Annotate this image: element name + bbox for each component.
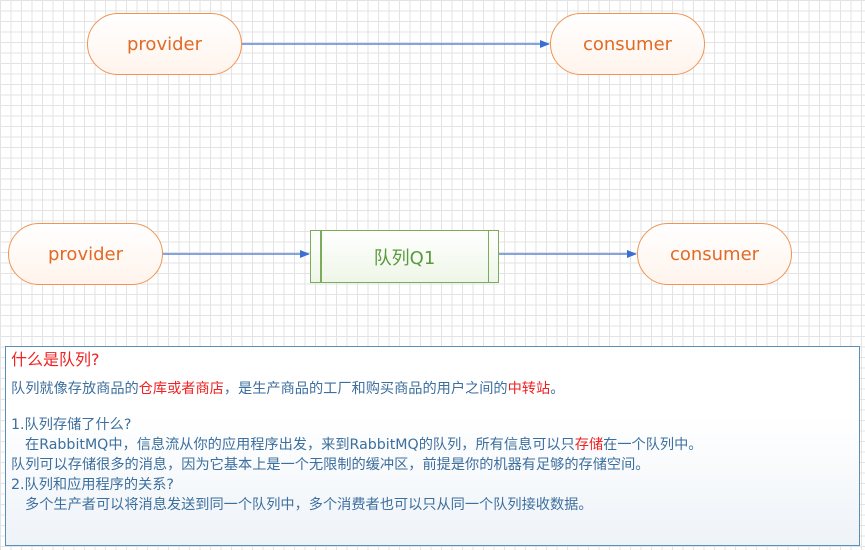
note-intro-middle: ，是生产商品的工厂和购买商品的用户之间的 — [223, 381, 508, 397]
note-q1-heading: 1.队列存储了什么? — [11, 417, 132, 433]
note-q1-line1-highlight: 存储 — [574, 437, 604, 453]
note-q2-line1: 多个生产者可以将消息发送到同一个队列中，多个消费者也可以只从同一个队列接收数据。 — [25, 497, 593, 513]
note-intro: 队列就像存放商品的仓库或者商店，是生产商品的工厂和购买商品的用户之间的中转站。 — [11, 379, 854, 399]
note-q1-line1: 在RabbitMQ中，信息流从你的应用程序出发，来到RabbitMQ的队列，所有… — [11, 435, 854, 455]
queue-left-bar — [320, 231, 322, 282]
provider-node-bottom-label: provider — [48, 243, 123, 265]
provider-node-top-label: provider — [127, 33, 202, 55]
note-q1-line1-before: 在RabbitMQ中，信息流从你的应用程序出发，来到RabbitMQ的队列，所有… — [25, 437, 575, 453]
note-q1-line1-after: 在一个队列中。 — [603, 437, 703, 453]
queue-node[interactable]: 队列Q1 — [310, 230, 499, 283]
note-q2-heading: 2.队列和应用程序的关系? — [11, 477, 174, 493]
note-intro-before: 队列就像存放商品的 — [11, 381, 139, 397]
note-intro-highlight-warehouse: 仓库或者商店 — [138, 381, 224, 397]
note-title: 什么是队列? — [11, 350, 100, 369]
queue-right-bar — [487, 231, 489, 282]
provider-node-top[interactable]: provider — [87, 13, 242, 75]
note-intro-after: 。 — [550, 381, 565, 397]
consumer-node-bottom-label: consumer — [669, 243, 760, 265]
queue-node-label: 队列Q1 — [373, 247, 436, 269]
consumer-node-bottom[interactable]: consumer — [637, 223, 792, 285]
consumer-node-top[interactable]: consumer — [550, 13, 705, 75]
note-box[interactable]: 什么是队列? 队列就像存放商品的仓库或者商店，是生产商品的工厂和购买商品的用户之… — [5, 346, 860, 546]
note-gap — [11, 399, 854, 415]
note-intro-highlight-transfer: 中转站 — [507, 381, 551, 397]
note-q1-line2: 队列可以存储很多的消息，因为它基本上是一个无限制的缓冲区，前提是你的机器有足够的… — [11, 457, 650, 473]
provider-node-bottom[interactable]: provider — [8, 223, 163, 285]
consumer-node-top-label: consumer — [582, 33, 673, 55]
